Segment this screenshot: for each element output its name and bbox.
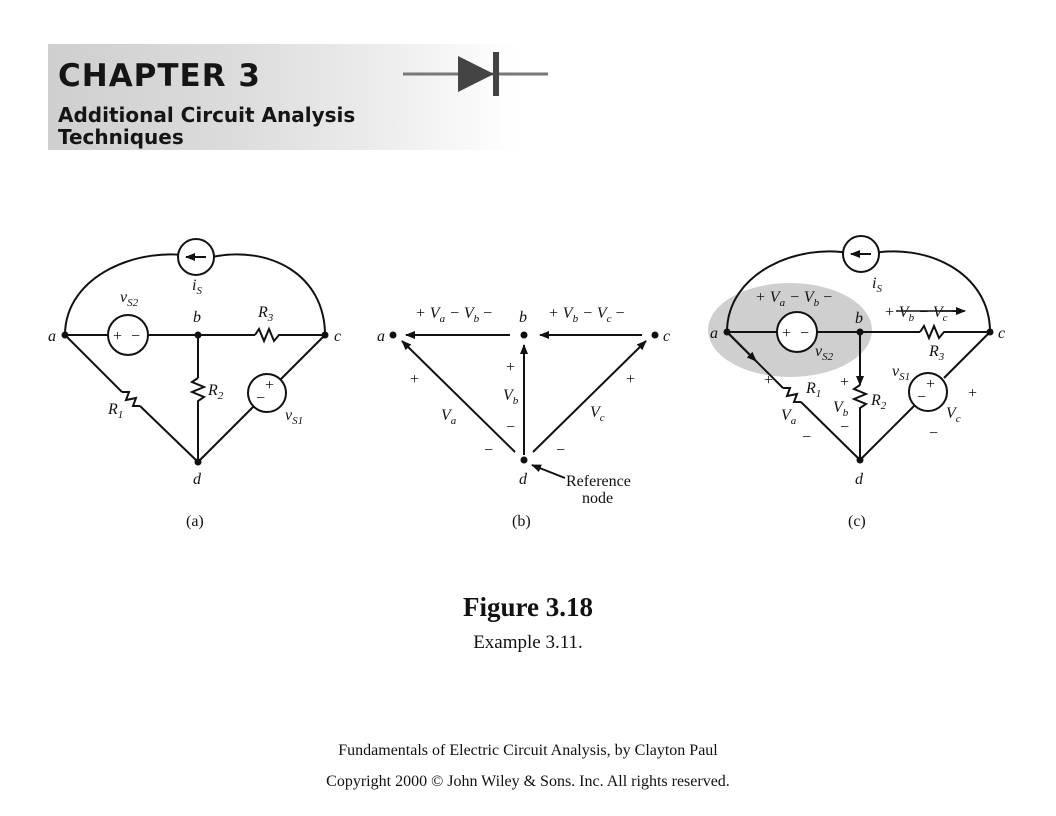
resistor-r2 (189, 377, 207, 462)
resistor-r1-c (783, 387, 801, 403)
vs2-label-c: vS2 (815, 343, 834, 363)
va-label: Va (441, 407, 457, 427)
is-label: iS (192, 277, 202, 297)
figure-title: Figure 3.18 (463, 592, 593, 622)
figure-caption: Example 3.11. (473, 632, 583, 653)
node-a-label-b: a (377, 328, 385, 345)
reference-node-label: node (582, 490, 613, 507)
vb-minus-c: − (840, 419, 849, 436)
svg-text:−: − (917, 389, 926, 406)
voltage-source-vs2 (107, 314, 149, 356)
panel-c-caption: (c) (848, 513, 866, 530)
vc-label: Vc (590, 404, 605, 424)
vb-plus: + (506, 359, 515, 376)
svg-text:−: − (800, 325, 809, 342)
resistor-r3 (254, 326, 325, 344)
vb-label: Vb (503, 387, 519, 407)
panel-c-arc-left (726, 250, 854, 333)
arrow-vc (532, 340, 647, 453)
panel-c-arc-right (868, 250, 991, 333)
vb-minus: − (506, 419, 515, 436)
node-c-label: c (334, 328, 341, 345)
r2-label-c: R2 (870, 392, 887, 412)
node-d-label: d (193, 471, 202, 488)
arrow-va (401, 340, 516, 453)
svg-text:−: − (256, 390, 265, 407)
voltage-source-vs1 (247, 373, 287, 413)
node-d-label-b: d (519, 471, 528, 488)
va-minus-c: − (802, 429, 811, 446)
vc-minus: − (556, 442, 565, 459)
va-plus: + (410, 371, 419, 388)
footer-book: Fundamentals of Electric Circuit Analysi… (338, 742, 718, 759)
panel-a-arc-right (211, 253, 326, 336)
node-b-label-b: b (519, 309, 527, 326)
voltage-source-vs1-c (908, 372, 948, 412)
panel-a-caption: (a) (186, 513, 204, 530)
footer-copyright: Copyright 2000 © John Wiley & Sons. Inc.… (326, 773, 730, 790)
panel-c (726, 250, 991, 461)
circuit-figure: +− −+ a b c d vS2 iS R3 R2 R1 vS1 (a) a … (48, 235, 1005, 530)
vab-label-c: + Va − Vb − (755, 289, 832, 309)
resistor-r3-c (919, 323, 990, 341)
voltage-source-vs2-c (776, 311, 818, 353)
arrow-reference (531, 464, 566, 479)
svg-text:+: + (265, 377, 274, 394)
r1-label: R1 (107, 401, 123, 421)
r1-label-c: R1 (805, 380, 821, 400)
vbc-label-c: + Vb − Vc − (884, 304, 961, 324)
vc-label-c: Vc (946, 405, 961, 425)
vs1-label-c: vS1 (892, 363, 910, 383)
svg-text:+: + (113, 328, 122, 345)
r2-label: R2 (207, 382, 224, 402)
vb-plus-c: + (840, 374, 849, 391)
chapter-subtitle-line2: Techniques (58, 125, 184, 149)
svg-text:+: + (926, 376, 935, 393)
node-a-label-c: a (710, 325, 718, 342)
svg-text:−: − (131, 328, 140, 345)
node-c-label-b: c (663, 328, 670, 345)
reference-label: Reference (566, 473, 631, 490)
node-b-label: b (193, 309, 201, 326)
node-a-label: a (48, 328, 56, 345)
vb-label-c: Vb (833, 399, 849, 419)
panel-b-caption: (b) (512, 513, 531, 530)
vc-plus: + (626, 371, 635, 388)
panel-a-arc-left (64, 253, 197, 336)
node-d-label-c: d (855, 471, 864, 488)
panel-b (401, 331, 647, 479)
chapter-subtitle-line1: Additional Circuit Analysis (58, 103, 356, 127)
vbc-label: + Vb − Vc − (548, 305, 625, 325)
vs2-label: vS2 (120, 289, 139, 309)
node-b-label-c: b (855, 310, 863, 327)
chapter-title: CHAPTER 3 (58, 58, 261, 94)
r3-label: R3 (257, 304, 274, 324)
node-c-label-c: c (998, 325, 1005, 342)
is-label-c: iS (872, 275, 882, 295)
resistor-r1 (122, 391, 140, 407)
diode-icon (403, 52, 548, 96)
resistor-r2-c (851, 384, 869, 460)
r3-label-c: R3 (928, 343, 945, 363)
panel-a (64, 253, 326, 463)
vs1-label: vS1 (285, 407, 303, 427)
chapter-subtitle: Additional Circuit Analysis Techniques (58, 104, 355, 148)
va-plus-c: + (764, 372, 773, 389)
chapter-header: CHAPTER 3 Additional Circuit Analysis Te… (48, 44, 548, 154)
chapter-banner (48, 44, 518, 150)
vc-minus-c: − (929, 425, 938, 442)
svg-text:+: + (782, 325, 791, 342)
va-label-c: Va (781, 407, 797, 427)
vc-plus-c: + (968, 385, 977, 402)
va-minus: − (484, 442, 493, 459)
vab-label: + Va − Vb − (415, 305, 492, 325)
